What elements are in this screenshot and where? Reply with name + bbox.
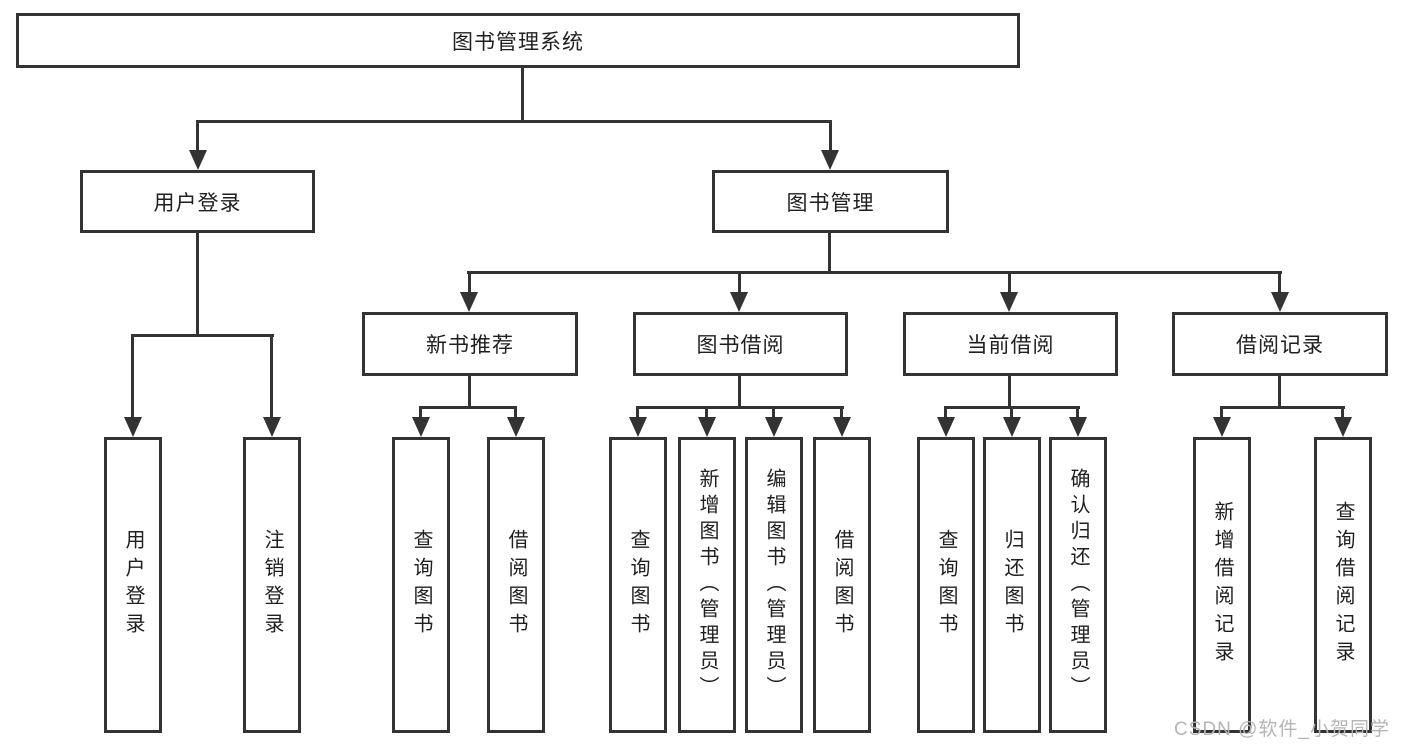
arrow-down-icon xyxy=(507,417,525,437)
connector-borrowrecords-stem xyxy=(1278,376,1281,409)
arrow-down-icon xyxy=(1003,417,1021,437)
csdn-watermark: CSDN @软件_小贺同学 xyxy=(1174,719,1390,740)
arrow-down-icon xyxy=(765,417,783,437)
node-book-management: 图书管理 xyxy=(712,170,949,233)
leaf-query-books-recommend: 查询图书 xyxy=(392,437,450,733)
connector-newbook-bus xyxy=(419,406,517,409)
connector-drop xyxy=(1010,406,1013,419)
leaf-confirm-return-admin: 确认归还（管理员） xyxy=(1049,437,1107,733)
connector-drop-leaf-logout xyxy=(270,334,273,419)
leaf-borrow-books: 借阅图书 xyxy=(813,437,871,733)
connector-drop-leaf-user-login xyxy=(131,334,134,419)
arrow-down-icon xyxy=(629,417,647,437)
arrow-down-icon xyxy=(460,292,478,312)
arrow-down-icon xyxy=(833,417,851,437)
connector-drop xyxy=(1341,406,1344,419)
leaf-return-book: 归还图书 xyxy=(983,437,1041,733)
connector-drop xyxy=(705,406,708,419)
arrow-down-icon xyxy=(263,417,281,437)
connector-currentborrow-stem xyxy=(1008,376,1011,409)
connector-drop-book-borrow xyxy=(738,271,741,296)
connector-drop xyxy=(514,406,517,419)
connector-drop-new-book xyxy=(468,271,471,296)
arrow-down-icon xyxy=(189,150,207,170)
arrow-down-icon xyxy=(821,150,839,170)
connector-newbook-stem xyxy=(468,376,471,409)
arrow-down-icon xyxy=(412,417,430,437)
arrow-down-icon xyxy=(730,292,748,312)
connector-drop-borrow-records xyxy=(1278,271,1281,296)
leaf-query-books-current: 查询图书 xyxy=(917,437,975,733)
leaf-add-book-admin: 新增图书（管理员） xyxy=(678,437,736,733)
node-current-borrow: 当前借阅 xyxy=(903,312,1118,376)
connector-bookborrow-stem xyxy=(738,376,741,409)
arrow-down-icon xyxy=(698,417,716,437)
leaf-borrow-books-recommend: 借阅图书 xyxy=(487,437,545,733)
connector-drop-current-borrow xyxy=(1008,271,1011,296)
leaf-logout: 注销登录 xyxy=(243,437,301,733)
leaf-edit-book-admin: 编辑图书（管理员） xyxy=(745,437,803,733)
leaf-add-borrow-record: 新增借阅记录 xyxy=(1193,437,1251,733)
arrow-down-icon xyxy=(1069,417,1087,437)
connector-root-bus xyxy=(196,120,832,123)
connector-borrowrecords-bus xyxy=(1220,406,1345,409)
connector-drop xyxy=(1076,406,1079,419)
arrow-down-icon xyxy=(124,417,142,437)
connector-drop-user-login xyxy=(196,120,199,154)
node-user-login: 用户登录 xyxy=(80,170,315,233)
connector-root-stem xyxy=(521,68,524,122)
arrow-down-icon xyxy=(1000,292,1018,312)
connector-drop-book-management xyxy=(829,120,832,154)
arrow-down-icon xyxy=(1271,292,1289,312)
arrow-down-icon xyxy=(1213,417,1231,437)
connector-userlogin-bus xyxy=(131,334,274,337)
connector-bookmgmt-stem xyxy=(828,233,831,274)
connector-drop xyxy=(772,406,775,419)
connector-bookmgmt-bus xyxy=(467,271,1282,274)
connector-drop xyxy=(944,406,947,419)
connector-drop xyxy=(1220,406,1223,419)
node-library-management-system: 图书管理系统 xyxy=(16,13,1020,68)
connector-drop xyxy=(636,406,639,419)
connector-bookborrow-bus xyxy=(636,406,844,409)
connector-drop xyxy=(419,406,422,419)
arrow-down-icon xyxy=(937,417,955,437)
connector-drop xyxy=(840,406,843,419)
leaf-query-borrow-record: 查询借阅记录 xyxy=(1314,437,1372,733)
node-new-book-recommend: 新书推荐 xyxy=(362,312,578,376)
node-borrow-records: 借阅记录 xyxy=(1172,312,1388,376)
node-book-borrow: 图书借阅 xyxy=(633,312,848,376)
leaf-user-login: 用户登录 xyxy=(104,437,162,733)
arrow-down-icon xyxy=(1334,417,1352,437)
leaf-query-books-borrow: 查询图书 xyxy=(609,437,667,733)
connector-userlogin-stem xyxy=(196,233,199,337)
